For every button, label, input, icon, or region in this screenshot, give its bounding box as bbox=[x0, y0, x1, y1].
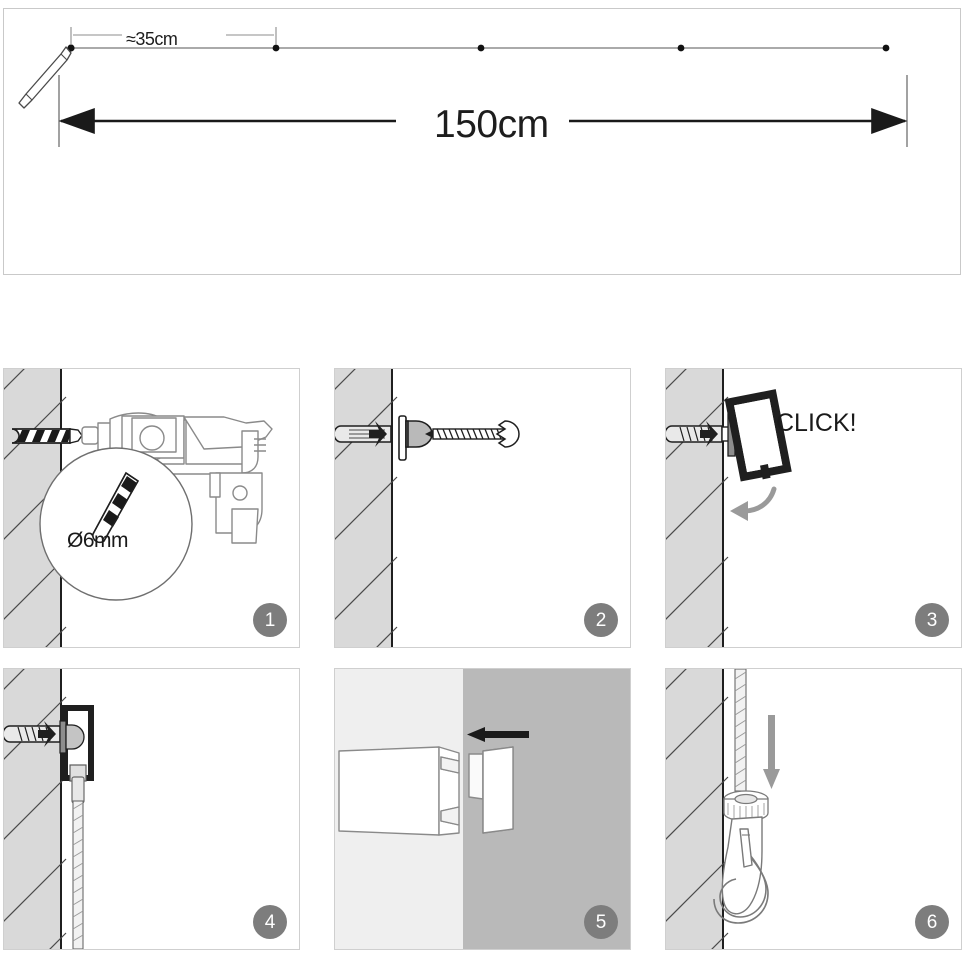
attach-hook-illustration bbox=[666, 669, 780, 949]
step-panel-4: 4 bbox=[3, 668, 300, 950]
total-length-dimension bbox=[58, 75, 908, 147]
bracket-with-cable-illustration bbox=[4, 669, 94, 949]
wall-hatch-icon bbox=[4, 669, 67, 949]
rail-profile-icon bbox=[338, 746, 460, 836]
snap-hook-icon bbox=[713, 816, 769, 924]
spacing-dimension bbox=[70, 27, 277, 45]
bracket-icon bbox=[59, 705, 94, 782]
step-panel-3: CLICK! 3 bbox=[665, 368, 962, 648]
click-label: CLICK! bbox=[776, 409, 857, 437]
total-length-label: 150cm bbox=[434, 103, 549, 146]
drill-bit-icon bbox=[11, 428, 83, 444]
knurled-nut-icon bbox=[723, 790, 769, 822]
down-arrow-icon bbox=[763, 715, 780, 789]
step-panel-2: 2 bbox=[334, 368, 631, 648]
step-panel-6: 6 bbox=[665, 668, 962, 950]
drill-bit-callout-circle bbox=[39, 447, 193, 601]
measurement-panel: ≈35cm 150cm bbox=[3, 8, 961, 275]
drill-hole-illustration bbox=[4, 369, 273, 647]
installation-steps-grid: Ø6mm 1 bbox=[0, 368, 967, 954]
bracket-icon bbox=[724, 389, 792, 482]
slide-cover-cap-illustration bbox=[335, 669, 630, 949]
click-bracket-illustration bbox=[666, 369, 792, 647]
wall-hatch-icon bbox=[666, 369, 729, 647]
steel-cable-icon bbox=[71, 776, 85, 949]
drill-bit-detail-icon bbox=[92, 471, 139, 544]
screw-icon bbox=[4, 721, 61, 747]
step-number-badge-5: 5 bbox=[584, 905, 618, 939]
step-panel-1: Ø6mm 1 bbox=[3, 368, 300, 648]
marking-dots bbox=[67, 44, 890, 52]
spacer-disc-icon bbox=[59, 720, 85, 754]
wall-anchor-icon bbox=[335, 421, 392, 447]
left-arrow-icon bbox=[467, 727, 529, 742]
pencil-icon bbox=[18, 46, 72, 109]
cover-cap-icon bbox=[468, 746, 514, 834]
hammer-drill-icon bbox=[81, 412, 273, 544]
step-number-badge-1: 1 bbox=[253, 603, 287, 637]
wall-hatch-icon bbox=[666, 669, 729, 949]
drill-diameter-callout: Ø6mm bbox=[67, 529, 129, 552]
measurement-diagram-svg bbox=[18, 27, 908, 147]
step-number-badge-2: 2 bbox=[584, 603, 618, 637]
spacer-disc-icon bbox=[398, 415, 433, 461]
step-panel-5: 5 bbox=[334, 668, 631, 950]
screw-icon bbox=[425, 420, 520, 448]
step-number-badge-4: 4 bbox=[253, 905, 287, 939]
curved-arrow-icon bbox=[730, 486, 777, 521]
wall-hatch-icon bbox=[335, 369, 398, 647]
spacing-label: ≈35cm bbox=[126, 29, 178, 49]
insert-anchor-illustration bbox=[335, 369, 520, 647]
step-number-badge-3: 3 bbox=[915, 603, 949, 637]
step-number-badge-6: 6 bbox=[915, 905, 949, 939]
steel-cable-icon bbox=[734, 669, 747, 792]
